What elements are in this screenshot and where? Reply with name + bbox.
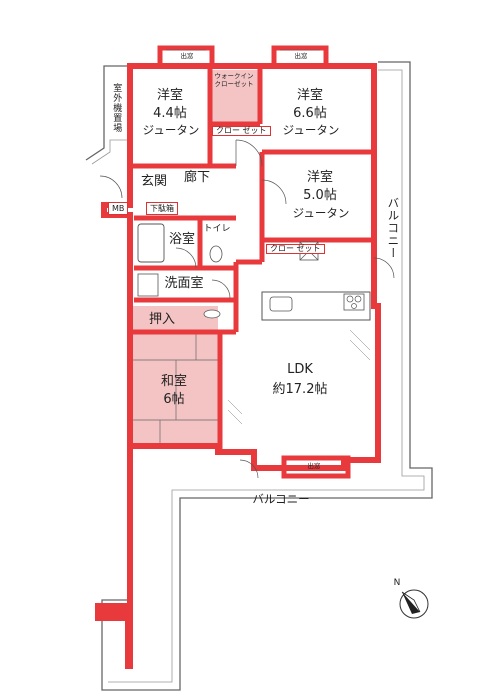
outdoor-unit-label: 室外機置場 bbox=[111, 83, 122, 133]
balcony-bottom-label: バルコニー bbox=[252, 492, 310, 506]
hallway-label: 廊下 bbox=[183, 170, 210, 185]
balcony-outline bbox=[101, 61, 433, 691]
bath-label: 浴室 bbox=[168, 232, 195, 247]
balcony-inner-line bbox=[108, 69, 425, 683]
entrance-label: 玄関 bbox=[136, 174, 172, 191]
oshiire-fill bbox=[132, 306, 218, 332]
compass-rose bbox=[399, 589, 429, 619]
tatami-lines bbox=[132, 334, 218, 446]
interior-walls bbox=[130, 66, 374, 450]
mb-label: MB bbox=[108, 202, 129, 215]
wash-sink bbox=[203, 309, 221, 319]
bay-window-label-right: 出窓 bbox=[294, 52, 308, 60]
kitchen-counter bbox=[261, 291, 371, 321]
balcony-right-label: バルコニー bbox=[386, 196, 401, 260]
bathtub bbox=[137, 223, 165, 263]
oshiire-label: 押入 bbox=[148, 312, 175, 327]
washroom-label: 洗面室 bbox=[164, 276, 204, 291]
washing-machine bbox=[137, 273, 159, 297]
closet-label-2: クロー ゼット bbox=[266, 244, 325, 254]
bay-window-label-left: 出窓 bbox=[180, 52, 194, 60]
walkin-closet-fill bbox=[212, 70, 258, 122]
door-swings bbox=[99, 139, 395, 479]
west-wall-extension bbox=[95, 446, 133, 669]
exterior-wall bbox=[101, 63, 381, 471]
walkin-closet-label: ウォークイン クローゼット bbox=[214, 72, 254, 89]
toilet-fixture bbox=[209, 245, 223, 263]
compass-north-label: N bbox=[393, 578, 401, 588]
closet-label-1: クロー ゼット bbox=[212, 126, 271, 136]
outdoor-unit-outline bbox=[85, 65, 128, 161]
hatch-marks bbox=[227, 329, 371, 425]
bay-window-label-bottom: 出窓 bbox=[307, 462, 321, 470]
toilet-label: トイレ bbox=[203, 224, 231, 234]
shoebox-label: 下駄箱 bbox=[146, 202, 178, 215]
japanese-room-fill bbox=[132, 334, 218, 446]
